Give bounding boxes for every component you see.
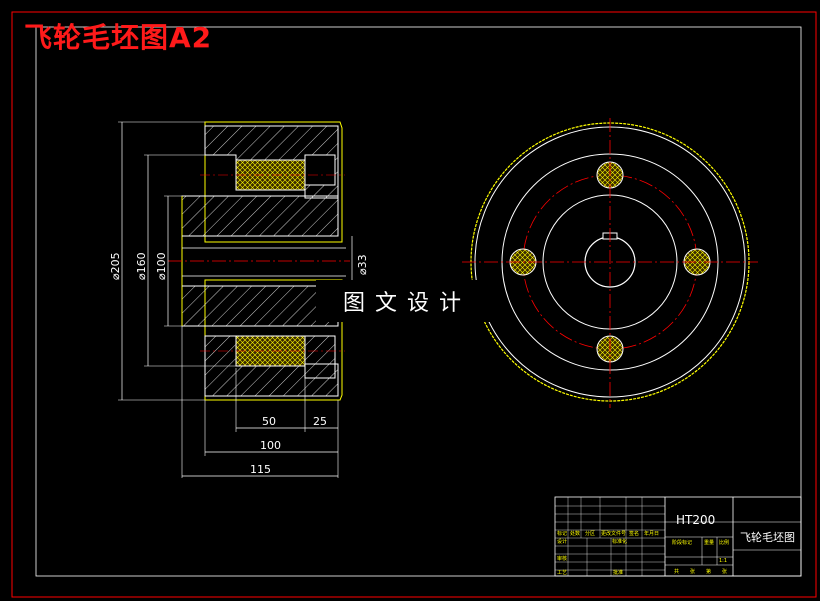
tb-count: 处数 xyxy=(570,530,580,537)
tb-material: HT200 xyxy=(676,513,715,527)
dim-d33: ⌀33 xyxy=(356,254,369,275)
tb-approve: 批准 xyxy=(613,569,623,576)
dim-115: 115 xyxy=(250,463,271,476)
tb-signature: 签名 xyxy=(629,530,639,537)
tb-sheet-no: 第 xyxy=(706,568,711,575)
dim-50: 50 xyxy=(262,415,276,428)
dim-100: 100 xyxy=(260,439,281,452)
section-view: ⌀205 ⌀160 ⌀100 ⌀33 50 25 100 115 xyxy=(109,121,369,478)
drawing-title: 飞轮毛坯图A2 xyxy=(24,21,213,54)
watermark-banner: 图文设计 xyxy=(316,280,498,322)
tb-sheets-total: 共 xyxy=(674,568,679,575)
tb-stage-mark: 阶段标记 xyxy=(672,539,692,546)
tb-sheet: 张 xyxy=(690,568,695,575)
tb-process: 工艺 xyxy=(557,570,567,576)
tb-date: 年月日 xyxy=(644,530,659,537)
title-block: 标记 处数 分区 更改文件号 签名 年月日 设计 标准化 审核 工艺 批准 HT… xyxy=(554,496,802,577)
inner-border xyxy=(35,26,802,577)
front-view xyxy=(462,118,758,408)
tb-part-name: 飞轮毛坯图 xyxy=(740,530,795,544)
tb-change-doc: 更改文件号 xyxy=(601,530,626,537)
tb-design: 设计 xyxy=(557,538,567,545)
tb-ratio: 比例 xyxy=(719,539,729,546)
tb-mark: 标记 xyxy=(557,530,567,537)
dim-25: 25 xyxy=(313,415,327,428)
body-bottom-web xyxy=(181,285,339,327)
tb-standardize: 标准化 xyxy=(612,538,627,545)
dim-d205: ⌀205 xyxy=(109,252,122,280)
tb-sheet-2: 张 xyxy=(722,568,727,575)
tb-scale: 1:1 xyxy=(719,558,727,564)
dim-d160: ⌀160 xyxy=(135,252,148,280)
dim-d100: ⌀100 xyxy=(155,252,168,280)
tb-review: 审核 xyxy=(557,555,567,562)
outer-border xyxy=(11,11,817,598)
tb-weight: 重量 xyxy=(704,539,714,546)
tb-zone: 分区 xyxy=(585,530,595,537)
body-top-web xyxy=(181,195,339,237)
